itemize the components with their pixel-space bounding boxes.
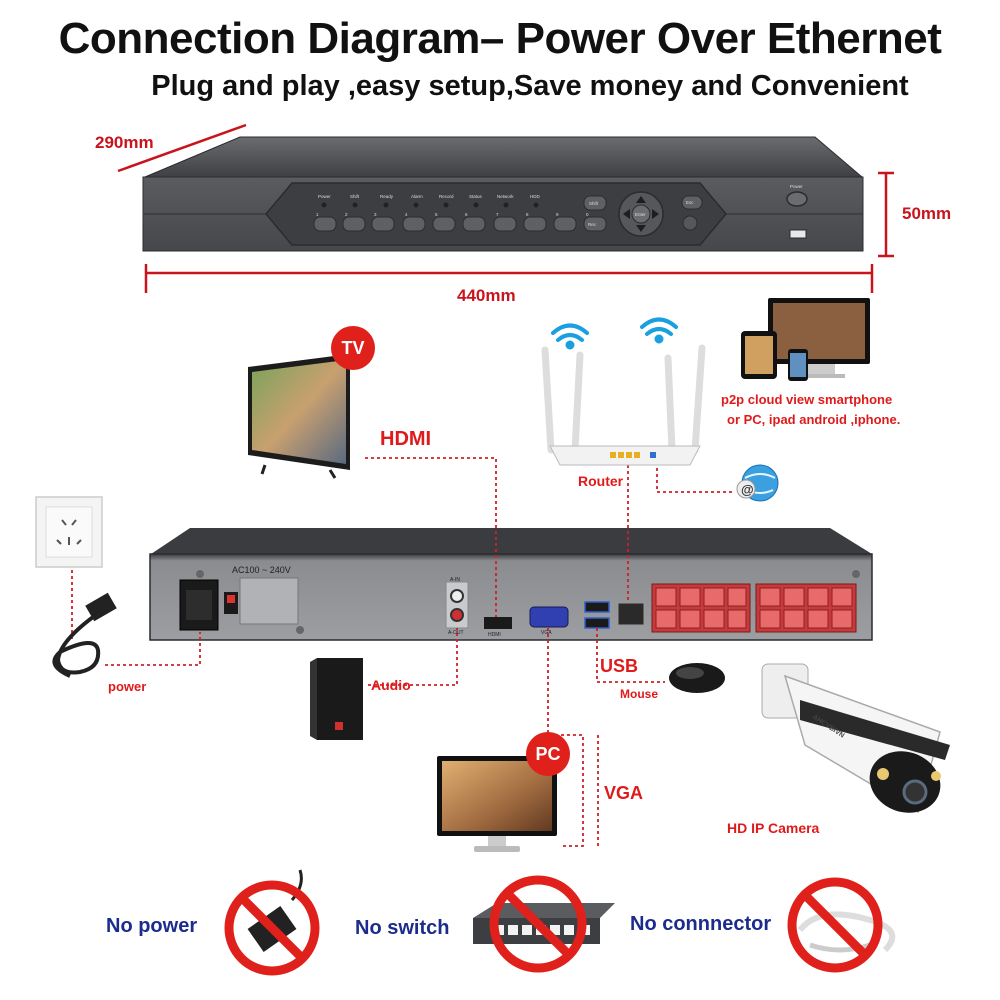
nvr-front-unit <box>142 136 864 252</box>
vga-line <box>547 628 584 847</box>
pc-badge: PC <box>526 732 570 776</box>
front-enter-label: Enter <box>635 212 646 217</box>
ac-voltage-label: AC100 ~ 240V <box>232 565 291 575</box>
hdmi-connection-label: HDMI <box>380 428 432 450</box>
front-number-label: 0 <box>586 212 589 217</box>
vga-port <box>529 606 569 628</box>
audio-jacks <box>445 581 469 629</box>
front-number-label: 9 <box>556 212 559 217</box>
page-subtitle: Plug and play ,easy setup,Save money and… <box>151 70 909 102</box>
front-number-label: 5 <box>435 212 438 217</box>
vga-connection-label: VGA <box>604 783 644 803</box>
nvr-rear-unit <box>149 528 873 641</box>
audio-out-label: A-OUT <box>448 630 464 636</box>
front-status-label: Status <box>469 194 483 199</box>
front-status-label: Record <box>439 194 454 199</box>
tv-device <box>248 354 350 479</box>
router-internet-line <box>656 462 735 493</box>
speaker-device <box>310 658 363 740</box>
hdmi-port-label: HDMI <box>488 632 501 638</box>
depth-dimension-label: 290mm <box>95 133 154 152</box>
front-power-label: Power <box>790 184 803 189</box>
rear-usb-ports <box>584 601 610 629</box>
poe-port-block-left <box>651 583 751 633</box>
hdmi-line <box>365 457 497 617</box>
front-status-label: Network <box>497 194 514 199</box>
svg-text:@: @ <box>741 482 754 497</box>
internet-globe-icon: @ <box>736 464 779 502</box>
rear-panel-labels: AC100 ~ 240V A-IN A-OUT HDMI VGA <box>232 565 552 638</box>
p2p-label-line1: p2p cloud view smartphone <box>721 392 893 407</box>
rear-fan-grille <box>239 577 299 625</box>
front-esc-label: Esc <box>686 200 694 205</box>
wifi-icon <box>551 323 589 350</box>
front-number-label: 3 <box>374 212 377 217</box>
front-status-label: Ready <box>380 194 394 199</box>
vga-port-label: VGA <box>541 630 552 636</box>
no-power-label: No power <box>106 915 198 937</box>
depth-line <box>117 123 247 173</box>
power-line <box>105 632 201 666</box>
usb-line <box>596 628 665 683</box>
power-connection-label: power <box>108 679 147 694</box>
mouse-device <box>669 663 725 693</box>
lan-port <box>617 602 645 626</box>
width-dimension-label: 440mm <box>457 286 516 305</box>
front-number-label: 4 <box>405 212 408 217</box>
connection-lines <box>71 457 735 847</box>
front-button-row <box>313 195 703 232</box>
wall-outlet <box>35 496 103 568</box>
multi-device-group <box>741 298 870 381</box>
no-connector-label: No connnector <box>630 913 772 935</box>
no-connector-icon <box>787 877 896 973</box>
power-inlet <box>179 579 238 631</box>
no-switch-icon <box>473 875 615 973</box>
audio-in-label: A-IN <box>450 577 460 583</box>
front-usb-port <box>789 229 807 239</box>
front-status-label: HDD <box>530 194 540 199</box>
audio-line <box>368 628 458 686</box>
router-label: Router <box>578 473 624 489</box>
no-power-adapter-icon <box>224 869 320 976</box>
audio-connection-label: Audio <box>371 677 411 693</box>
power-button-front <box>786 191 808 207</box>
camera-label: HD IP Camera <box>727 820 820 836</box>
front-status-label: Power <box>318 194 331 199</box>
page-title: Connection Diagram– Power Over Ethernet <box>58 14 942 63</box>
dimension-lines <box>117 123 894 293</box>
front-number-label: 2 <box>345 212 348 217</box>
height-dimension-label: 50mm <box>902 204 952 223</box>
front-number-label: 6 <box>465 212 468 217</box>
usb-connection-label: USB <box>600 656 639 676</box>
mouse-label: Mouse <box>620 687 659 701</box>
poe-port-block-right <box>755 583 857 633</box>
front-dpad <box>618 191 664 237</box>
front-rec-label: Rec <box>588 222 597 227</box>
ip-camera-device <box>761 663 950 814</box>
front-number-label: 8 <box>526 212 529 217</box>
power-cord <box>52 592 117 678</box>
front-number-label: 1 <box>316 212 319 217</box>
wifi-icon <box>640 317 678 344</box>
front-status-label: Alarm <box>411 194 423 199</box>
no-switch-label: No switch <box>355 917 450 939</box>
tv-badge: TV <box>331 326 375 370</box>
router-device <box>541 344 706 466</box>
hdmi-port <box>484 617 512 629</box>
front-shift-label: Shift <box>589 201 599 206</box>
front-led-row <box>321 202 539 208</box>
front-number-label: 7 <box>496 212 499 217</box>
pc-monitor-device <box>437 756 557 852</box>
p2p-label-line2: or PC, ipad android ,iphone. <box>727 412 901 427</box>
front-status-label: Shift <box>350 194 360 199</box>
front-panel-labels: Power Shift Ready Alarm Record Status Ne… <box>316 184 803 227</box>
